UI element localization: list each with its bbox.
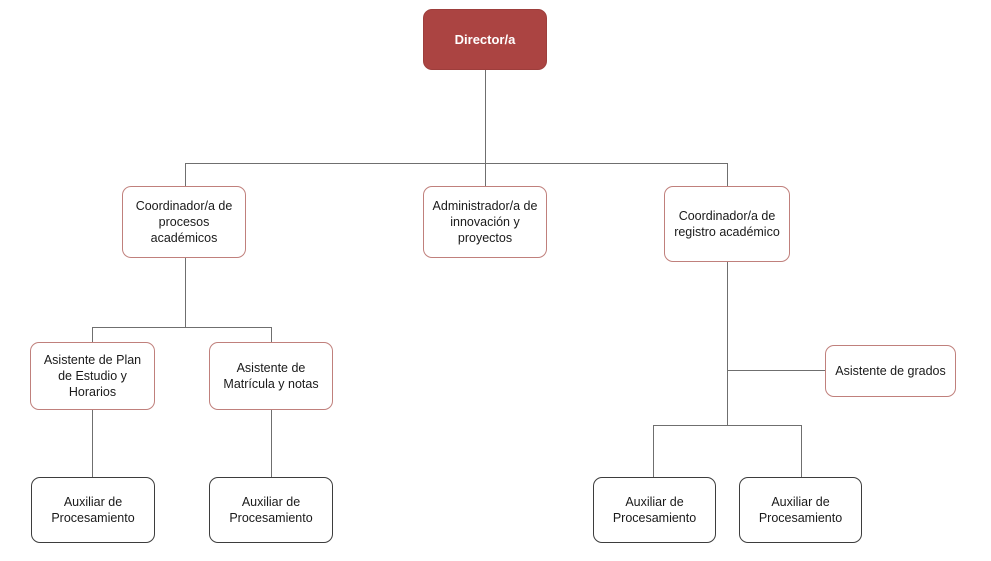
org-node-label: Director/a — [454, 31, 516, 47]
org-node-label: Asistente de Plan de Estudio y Horarios — [43, 353, 142, 399]
org-node-label: Asistente de grados — [835, 364, 946, 378]
connector-bus-to-administrador — [485, 163, 486, 187]
connector-asistente-plan-to-auxiliar — [92, 410, 93, 477]
org-node-label: Asistente de Matrícula y notas — [223, 361, 319, 391]
org-node-coord_procesos[interactable]: Coordinador/a de procesos académicos — [122, 186, 246, 258]
org-node-coord_registro[interactable]: Coordinador/a de registro académico — [664, 186, 790, 262]
org-node-label: Coordinador/a de registro académico — [674, 209, 780, 239]
org-node-aux_proc_3[interactable]: Auxiliar de Procesamiento — [593, 477, 716, 543]
connector-bus-to-auxiliar-3 — [653, 425, 654, 478]
connector-coordinador-procesos-down-stem — [185, 258, 186, 328]
connector-level3-right-horizontal-bus — [653, 425, 801, 426]
org-node-asist_matricula[interactable]: Asistente de Matrícula y notas — [209, 342, 333, 410]
org-node-label: Auxiliar de Procesamiento — [758, 495, 843, 525]
connector-bus-to-asistente-matricula — [271, 327, 272, 343]
org-node-admin_innovacion[interactable]: Administrador/a de innovación y proyecto… — [423, 186, 547, 258]
org-node-label: Auxiliar de Procesamiento — [612, 495, 697, 525]
connector-bus-to-coordinador-registro — [727, 163, 728, 187]
connector-coordinador-registro-to-asistente-grados — [727, 370, 825, 371]
org-node-asist_plan[interactable]: Asistente de Plan de Estudio y Horarios — [30, 342, 155, 410]
org-node-asist_grados[interactable]: Asistente de grados — [825, 345, 956, 397]
connector-coordinador-registro-down-stem — [727, 262, 728, 426]
connector-level2-left-horizontal-bus — [92, 327, 272, 328]
connector-bus-to-auxiliar-4 — [801, 425, 802, 478]
org-node-label: Administrador/a de innovación y proyecto… — [432, 199, 538, 245]
org-node-label: Auxiliar de Procesamiento — [51, 495, 135, 525]
connector-asistente-matricula-to-auxiliar — [271, 410, 272, 477]
connector-level1-horizontal-bus — [185, 163, 727, 164]
connector-director-down-stem — [485, 70, 486, 164]
org-node-label: Coordinador/a de procesos académicos — [135, 199, 233, 245]
org-node-aux_proc_1[interactable]: Auxiliar de Procesamiento — [31, 477, 155, 543]
org-node-aux_proc_4[interactable]: Auxiliar de Procesamiento — [739, 477, 862, 543]
org-node-label: Auxiliar de Procesamiento — [229, 495, 313, 525]
org-node-director[interactable]: Director/a — [423, 9, 547, 70]
connector-bus-to-coordinador-procesos — [185, 163, 186, 187]
org-node-aux_proc_2[interactable]: Auxiliar de Procesamiento — [209, 477, 333, 543]
connector-bus-to-asistente-plan — [92, 327, 93, 343]
